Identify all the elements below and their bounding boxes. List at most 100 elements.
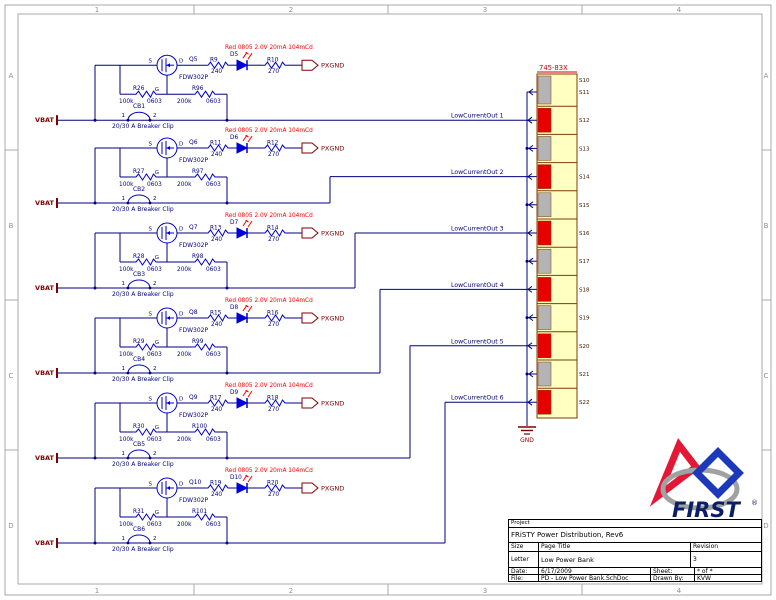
- led-d8[interactable]: [236, 312, 249, 324]
- led-light-ray-icon: [245, 52, 249, 55]
- zone-column-label: 3: [483, 6, 487, 14]
- wire-entry-arrow-icon: [528, 370, 534, 378]
- resistor-r96[interactable]: [192, 90, 217, 99]
- resistor-r27[interactable]: [133, 173, 158, 181]
- resistor-r19[interactable]: [205, 484, 230, 492]
- led-d10[interactable]: [236, 482, 249, 494]
- resistor-r99[interactable]: [192, 343, 217, 351]
- resistor-r29[interactable]: [133, 343, 158, 351]
- led-light-ray-icon: [245, 475, 249, 478]
- connector-pin-name: S12: [579, 118, 590, 124]
- connector-pin-s18[interactable]: [537, 277, 552, 302]
- breaker-clip-cb6[interactable]: [127, 534, 151, 544]
- wire-entry-arrow-icon: [528, 257, 534, 265]
- resistor-r26[interactable]: [133, 90, 158, 99]
- pxgnd-port-icon[interactable]: [301, 482, 319, 494]
- zone-column-label: 3: [483, 587, 487, 595]
- led-d9[interactable]: [236, 397, 249, 409]
- wire-entry-arrow-icon: [528, 88, 534, 96]
- title-block-file-label: File:: [509, 575, 539, 581]
- mosfet-source-label: S: [149, 59, 153, 65]
- mosfet-arrow: [166, 316, 170, 320]
- breaker-pin: [148, 371, 152, 375]
- resistor-r14[interactable]: [262, 229, 287, 237]
- resistor-value: 100k: [119, 267, 134, 273]
- resistor-r97[interactable]: [192, 173, 217, 181]
- breaker-clip-cb2[interactable]: [127, 194, 151, 204]
- led-ref: D6: [230, 135, 238, 141]
- resistor-r101[interactable]: [192, 513, 217, 521]
- resistor-r12[interactable]: [262, 144, 287, 152]
- mosfet-source-label: S: [149, 227, 153, 233]
- resistor-r30[interactable]: [133, 428, 158, 436]
- breaker-clip-cb3[interactable]: [127, 279, 151, 289]
- pxgnd-port-icon[interactable]: [301, 312, 319, 324]
- pxgnd-port-icon[interactable]: [301, 397, 319, 409]
- wire-entry-arrow-icon: [527, 398, 533, 406]
- resistor-package: 0603: [206, 99, 221, 105]
- resistor-value: 100k: [119, 352, 134, 358]
- led-ref: D8: [230, 305, 238, 311]
- resistor-package: 0603: [206, 522, 221, 528]
- resistor-r15[interactable]: [205, 314, 230, 322]
- breaker-pin2-label: 2: [153, 196, 157, 202]
- pxgnd-port-icon[interactable]: [301, 142, 319, 154]
- led-ref: D9: [230, 390, 238, 396]
- zone-column-label: 2: [289, 6, 293, 14]
- connector-ref: 745-83X: [539, 64, 568, 72]
- led-description: Red 0805 2.0V 20mA 104mCd: [225, 383, 313, 389]
- resistor-r9[interactable]: [205, 61, 230, 70]
- zone-row-label: A: [764, 72, 769, 80]
- connector-pin-s19[interactable]: [537, 305, 552, 330]
- resistor-r18[interactable]: [262, 399, 287, 407]
- led-light-ray-icon: [245, 305, 249, 308]
- pxgnd-port-icon[interactable]: [301, 59, 319, 71]
- resistor-value: 270: [268, 152, 279, 158]
- connector-pin-name: S19: [579, 316, 590, 322]
- breaker-ref: CB5: [133, 441, 145, 448]
- breaker-ref: CB3: [133, 271, 145, 278]
- connector-pin-s13[interactable]: [537, 136, 552, 161]
- resistor-r98[interactable]: [192, 258, 217, 266]
- breaker-clip-cb5[interactable]: [127, 449, 151, 459]
- mosfet-source-label: S: [149, 482, 153, 488]
- led-light-ray-icon: [247, 220, 253, 228]
- mosfet-drain-label: D: [179, 397, 183, 403]
- connector-pin-s16[interactable]: [537, 220, 552, 246]
- connector-pin-s20[interactable]: [537, 333, 552, 359]
- connector-pin-s17[interactable]: [537, 248, 552, 274]
- led-d7[interactable]: [236, 227, 249, 239]
- resistor-package: 0603: [206, 352, 221, 358]
- resistor-r10[interactable]: [262, 61, 287, 70]
- resistor-r20[interactable]: [262, 484, 287, 492]
- resistor-r17[interactable]: [205, 399, 230, 407]
- resistor-r100[interactable]: [192, 428, 217, 436]
- connector-pin-s10[interactable]: [537, 75, 552, 105]
- resistor-r11[interactable]: [205, 144, 230, 152]
- led-light-ray-icon: [247, 390, 253, 398]
- led-d5[interactable]: [236, 59, 249, 72]
- resistor-r13[interactable]: [205, 229, 230, 237]
- mosfet-arrow: [166, 63, 170, 68]
- pxgnd-port-label: PXGND: [321, 315, 344, 323]
- resistor-value: 240: [211, 322, 222, 328]
- connector-pin-s15[interactable]: [537, 192, 552, 218]
- breaker-clip-cb4[interactable]: [127, 364, 151, 374]
- title-block-size-label: Size: [509, 543, 539, 552]
- breaker-clip-cb1[interactable]: [127, 111, 151, 121]
- resistor-r16[interactable]: [262, 314, 287, 322]
- resistor-r31[interactable]: [133, 513, 158, 521]
- resistor-r28[interactable]: [133, 258, 158, 266]
- resistor-ref: R28: [133, 254, 145, 260]
- mosfet-part: FDW302P: [179, 327, 208, 334]
- connector-pin-s14[interactable]: [537, 164, 552, 189]
- connector-pin-s21[interactable]: [537, 361, 552, 387]
- connector-pin-s22[interactable]: [537, 389, 552, 415]
- led-d6[interactable]: [236, 142, 249, 154]
- connector-pin-s12[interactable]: [537, 107, 552, 133]
- resistor-ref: R27: [133, 169, 145, 175]
- resistor-value: 270: [268, 407, 279, 413]
- resistor-value: 200k: [177, 437, 192, 443]
- pxgnd-port-icon[interactable]: [301, 227, 319, 239]
